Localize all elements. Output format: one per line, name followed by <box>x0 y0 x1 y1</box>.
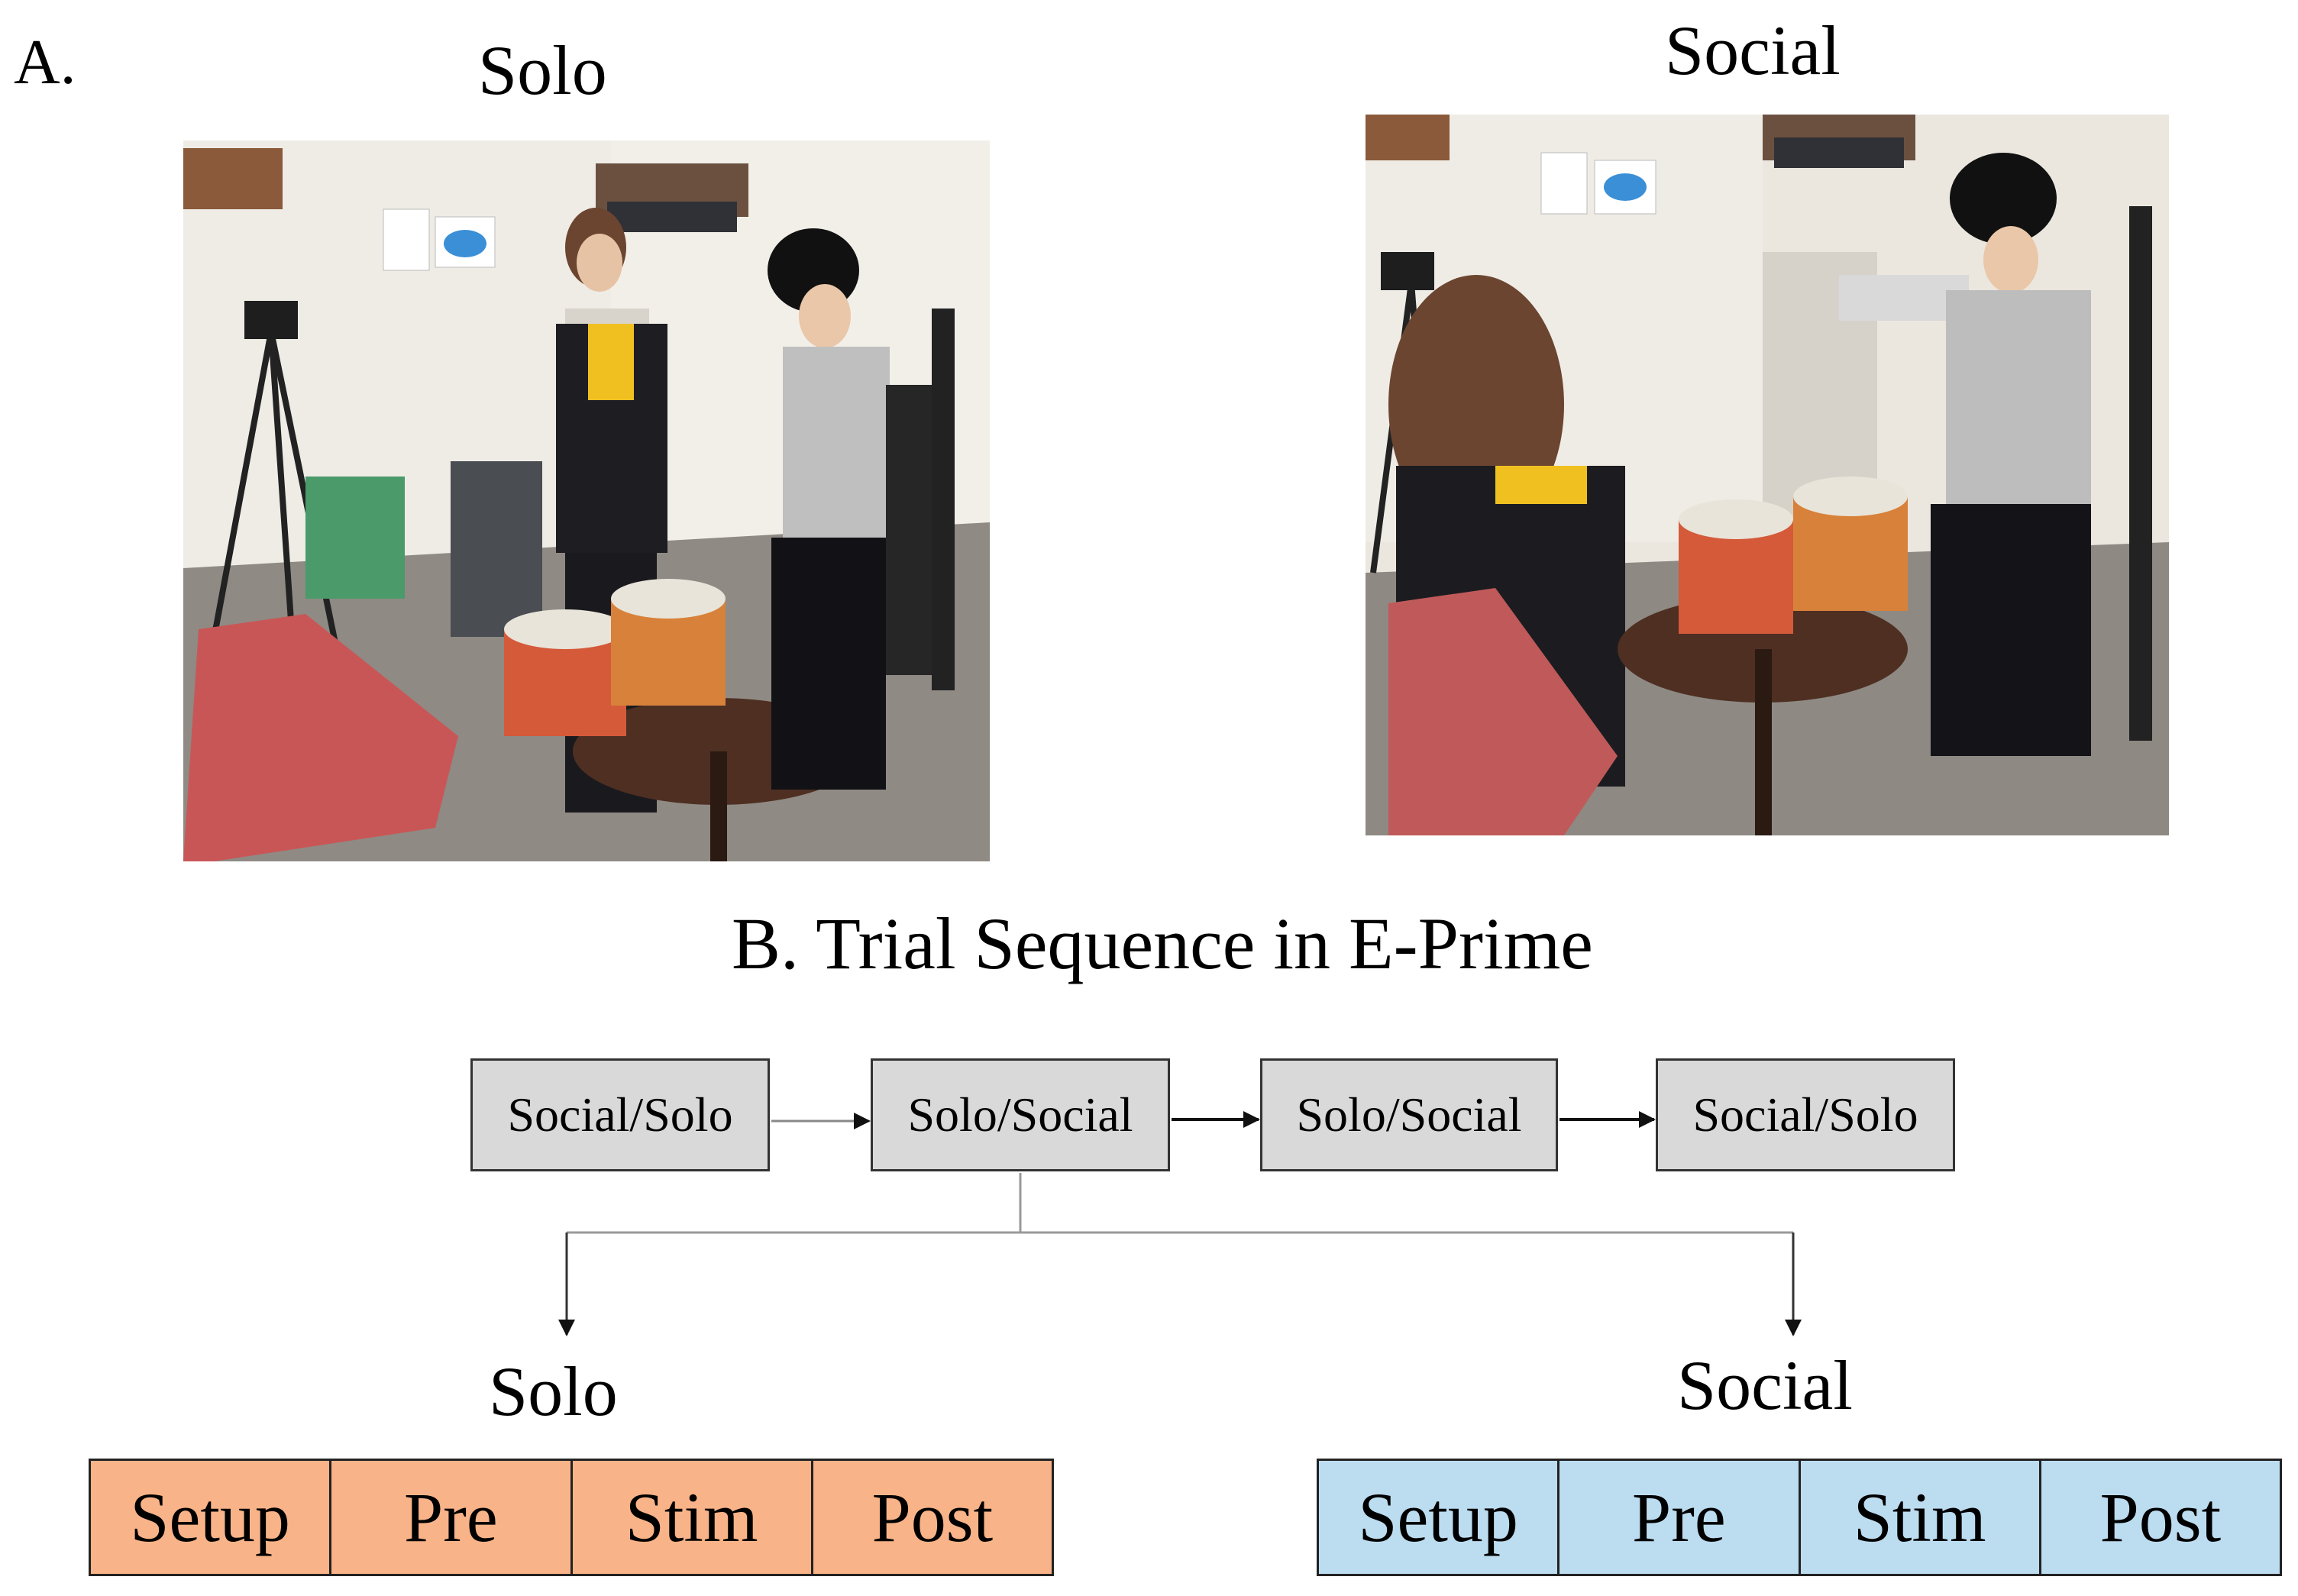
sequence-block: Social/Solo <box>1656 1058 1955 1171</box>
social-photo-title: Social <box>1665 11 1841 89</box>
sequence-block: Solo/Social <box>1260 1058 1558 1171</box>
phase-cell-stim: Stim <box>1798 1461 2039 1574</box>
panel-a-label: A. <box>14 27 76 98</box>
solo-condition-photo <box>183 141 990 861</box>
panel-b-title: B. Trial Sequence in E-Prime <box>732 903 1593 984</box>
phase-cell-post: Post <box>2038 1461 2280 1574</box>
phase-cell-pre: Pre <box>329 1461 570 1574</box>
sequence-block: Solo/Social <box>871 1058 1170 1171</box>
solo-condition-label: Solo <box>489 1352 618 1430</box>
phase-cell-stim: Stim <box>570 1461 811 1574</box>
phase-cell-setup: Setup <box>130 1478 290 1556</box>
phase-cell-setup: Setup <box>1358 1478 1518 1556</box>
phase-cell-pre: Pre <box>1557 1461 1798 1574</box>
solo-photo-title: Solo <box>478 31 607 109</box>
solo-phase-bar: Setup Pre Stim Post <box>89 1459 1054 1576</box>
sequence-block: Social/Solo <box>470 1058 770 1171</box>
phase-cell-post: Post <box>810 1461 1052 1574</box>
social-phase-bar: Setup Pre Stim Post <box>1317 1459 2282 1576</box>
social-condition-photo <box>1366 115 2169 835</box>
social-condition-label: Social <box>1677 1346 1853 1424</box>
